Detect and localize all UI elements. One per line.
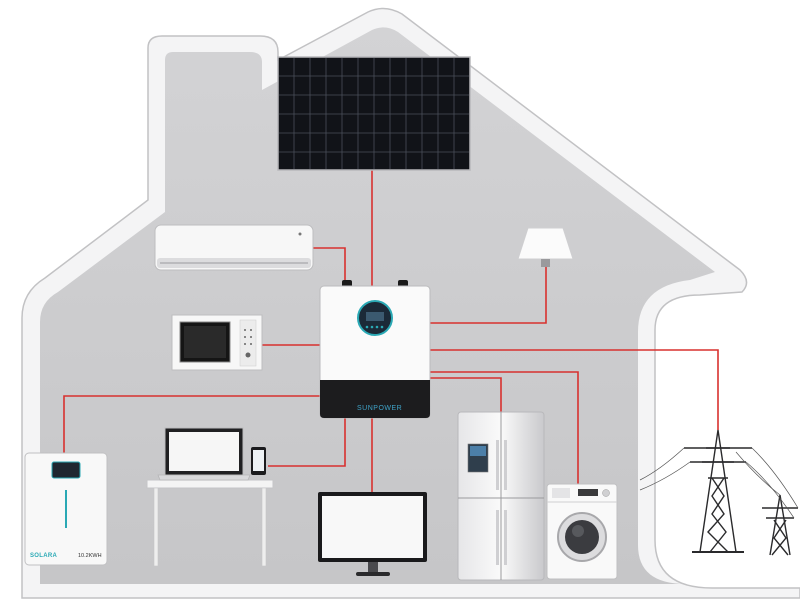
laptop-icon [157, 427, 251, 481]
microwave-icon [171, 314, 263, 371]
wire-inverter-battery [63, 395, 320, 455]
power-lines [639, 447, 799, 519]
lamp-icon [517, 227, 574, 267]
phone-icon [251, 447, 266, 475]
wire-inverter-phone [268, 418, 346, 467]
wire-ac-inverter [313, 247, 346, 287]
inverter-icon [319, 280, 431, 419]
refrigerator-icon [457, 411, 545, 581]
solar-panel-icon [277, 56, 471, 171]
washing-machine-icon [546, 483, 618, 580]
battery-icon [24, 452, 108, 566]
inverter-brand-label: SUNPOWER [357, 405, 403, 412]
wire-inverter-washer [430, 371, 579, 484]
wire-inverter-grid [430, 349, 719, 430]
air-conditioner-icon [154, 224, 314, 271]
battery-brand-label: SOLARA [30, 553, 58, 559]
wire-inverter-lamp [430, 265, 547, 324]
battery-capacity-label: 10.2KWH [78, 553, 102, 559]
wiring [63, 170, 719, 492]
wire-inverter-fridge [430, 377, 502, 412]
monitor-icon [318, 492, 427, 576]
transmission-tower-icon [684, 429, 798, 556]
